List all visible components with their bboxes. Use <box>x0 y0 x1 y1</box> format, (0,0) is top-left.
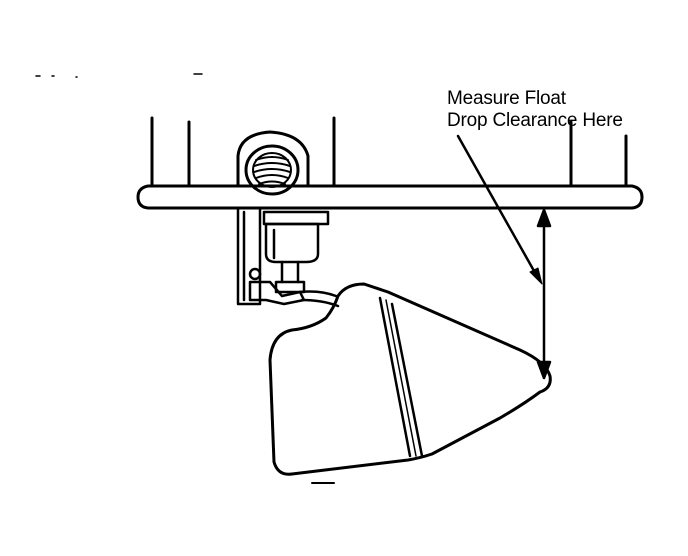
hinge-boss <box>236 130 310 196</box>
callout-label: Measure Float Drop Clearance Here <box>447 88 623 132</box>
gasket-flange <box>136 184 644 210</box>
float <box>268 282 552 476</box>
carburetor-body <box>150 116 628 187</box>
measurement-arrow <box>536 208 552 380</box>
scan-marks <box>35 73 203 78</box>
callout-line-2: Drop Clearance Here <box>447 110 623 131</box>
callout-leader <box>456 134 543 285</box>
needle-valve-assembly <box>236 206 340 308</box>
callout-line-1: Measure Float <box>447 88 566 109</box>
